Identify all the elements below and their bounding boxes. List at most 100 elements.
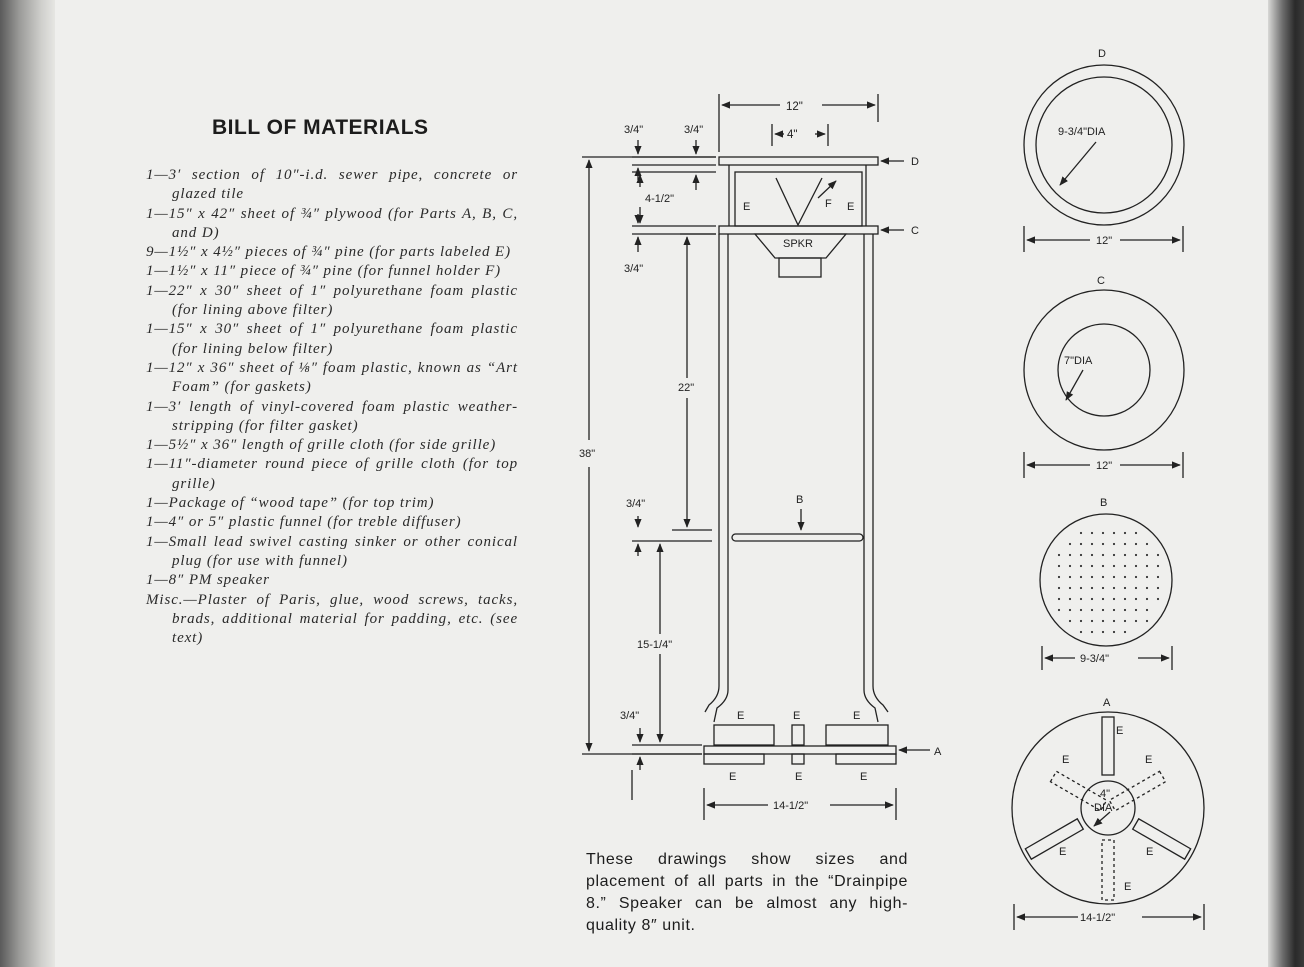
material-item: 1—8″ PM speaker [146, 572, 270, 589]
dim-top-thickness-right: 3/4" [684, 124, 703, 136]
grille-hole [1057, 608, 1061, 612]
grille-hole [1068, 597, 1072, 601]
grille-hole [1134, 608, 1138, 612]
part-e-label: E [795, 771, 802, 783]
spoke-label: E [1062, 754, 1069, 766]
grille-hole [1068, 575, 1072, 579]
grille-hole [1112, 553, 1116, 557]
material-item: 1—12″ x 36″ sheet of ⅛″ foam plastic, kn… [146, 359, 518, 396]
dim-upper-chamber-height: 22" [678, 382, 694, 394]
dim-base-width: 14-1/2" [773, 800, 808, 812]
grille-hole [1101, 564, 1105, 568]
grille-hole [1090, 575, 1094, 579]
grille-hole [1057, 586, 1061, 590]
part-e-label: E [743, 201, 750, 213]
part-c-inner-dia: 7"DIA [1064, 355, 1093, 367]
bill-of-materials-heading: BILL OF MATERIALS [212, 116, 429, 139]
part-c-drawing: C 7"DIA 12" [1023, 275, 1185, 478]
material-item: 1—15″ x 42″ sheet of ¾″ plywood (for Par… [146, 205, 518, 241]
part-a-pointer: A [934, 746, 942, 758]
grille-hole [1068, 586, 1072, 590]
grille-hole [1079, 608, 1083, 612]
part-b-pointer: B [796, 494, 803, 506]
grille-hole [1090, 586, 1094, 590]
grille-hole [1134, 531, 1138, 535]
grille-hole [1156, 575, 1160, 579]
grille-hole [1123, 619, 1127, 623]
grille-hole [1090, 542, 1094, 546]
dim-base-thickness: 3/4" [620, 710, 639, 722]
grille-hole [1112, 608, 1116, 612]
grille-hole [1123, 608, 1127, 612]
part-d-inner-dia: 9-3/4"DIA [1058, 126, 1106, 138]
figure-caption: These drawings show sizes and placement … [586, 851, 908, 934]
elevation-labels: 12" 4" 3/4" 3/4" 4-1/2" 3/4" 22" 38" 3/4… [579, 101, 942, 812]
grille-hole [1068, 608, 1072, 612]
part-f-label: F [825, 198, 832, 210]
grille-hole [1145, 575, 1149, 579]
material-item: 1—15″ x 30″ sheet of 1″ polyurethane foa… [146, 321, 518, 357]
material-item: 1—11″-diameter round piece of grille clo… [146, 456, 518, 492]
grille-hole [1134, 542, 1138, 546]
grille-hole [1090, 553, 1094, 557]
grille-holes [1057, 531, 1160, 634]
speaker-label: SPKR [783, 238, 813, 250]
grille-hole [1112, 619, 1116, 623]
grille-hole [1134, 575, 1138, 579]
spoke-label: E [1146, 846, 1153, 858]
grille-hole [1112, 586, 1116, 590]
grille-hole [1079, 542, 1083, 546]
grille-hole [1101, 586, 1105, 590]
part-a-center-dia: 4" [1100, 788, 1110, 800]
part-a-width: 14-1/2" [1080, 912, 1115, 924]
material-item: 1—4″ or 5″ plastic funnel (for treble di… [146, 514, 462, 531]
grille-hole [1079, 575, 1083, 579]
book-binding-right [1268, 0, 1304, 967]
grille-hole [1134, 597, 1138, 601]
part-a-label: A [1103, 697, 1111, 709]
material-item: 1—5½″ x 36″ length of grille cloth (for … [146, 437, 497, 454]
part-e-label: E [860, 771, 867, 783]
part-a-center-sub: DIA [1094, 802, 1113, 814]
grille-hole [1101, 542, 1105, 546]
grille-hole [1057, 575, 1061, 579]
materials-list: 1—3′ section of 10″-i.d. sewer pipe, con… [146, 166, 518, 648]
grille-hole [1090, 608, 1094, 612]
grille-hole [1123, 553, 1127, 557]
grille-hole [1123, 531, 1127, 535]
grille-hole [1068, 619, 1072, 623]
grille-hole [1112, 575, 1116, 579]
grille-hole [1123, 597, 1127, 601]
part-d-pointer: D [911, 156, 919, 168]
dim-top-thickness-left: 3/4" [624, 124, 643, 136]
grille-hole [1079, 619, 1083, 623]
grille-hole [1101, 608, 1105, 612]
part-d-label: D [1098, 48, 1106, 60]
grille-hole [1123, 564, 1127, 568]
spoke-label: E [1124, 881, 1131, 893]
dim-funnel-width: 4" [787, 129, 797, 141]
part-b-label: B [1100, 497, 1107, 509]
material-item: 1—3′ length of vinyl-covered foam plasti… [146, 398, 518, 434]
grille-hole [1101, 630, 1105, 634]
grille-hole [1112, 630, 1116, 634]
grille-hole [1112, 597, 1116, 601]
grille-hole [1112, 564, 1116, 568]
grille-hole [1101, 553, 1105, 557]
grille-hole [1145, 608, 1149, 612]
part-e-label: E [737, 710, 744, 722]
grille-hole [1101, 575, 1105, 579]
material-item: 1—1½″ x 11″ piece of ¾″ pine (for funnel… [146, 263, 502, 280]
material-item: 1—22″ x 30″ sheet of 1″ polyurethane foa… [146, 282, 518, 319]
dim-overall-height: 38" [579, 448, 595, 460]
grille-hole [1079, 586, 1083, 590]
grille-hole [1079, 597, 1083, 601]
spoke-label: E [1059, 846, 1066, 858]
part-d-drawing: D 9-3/4"DIA 12" [1023, 48, 1185, 252]
grille-hole [1068, 564, 1072, 568]
grille-hole [1145, 586, 1149, 590]
material-item: 9—1½″ x 4½″ pieces of ¾″ pine (for parts… [146, 244, 512, 261]
part-a-drawing: A 4" DIA E E E E E E 14-1/2" [1011, 697, 1205, 930]
spoke-label: E [1145, 754, 1152, 766]
